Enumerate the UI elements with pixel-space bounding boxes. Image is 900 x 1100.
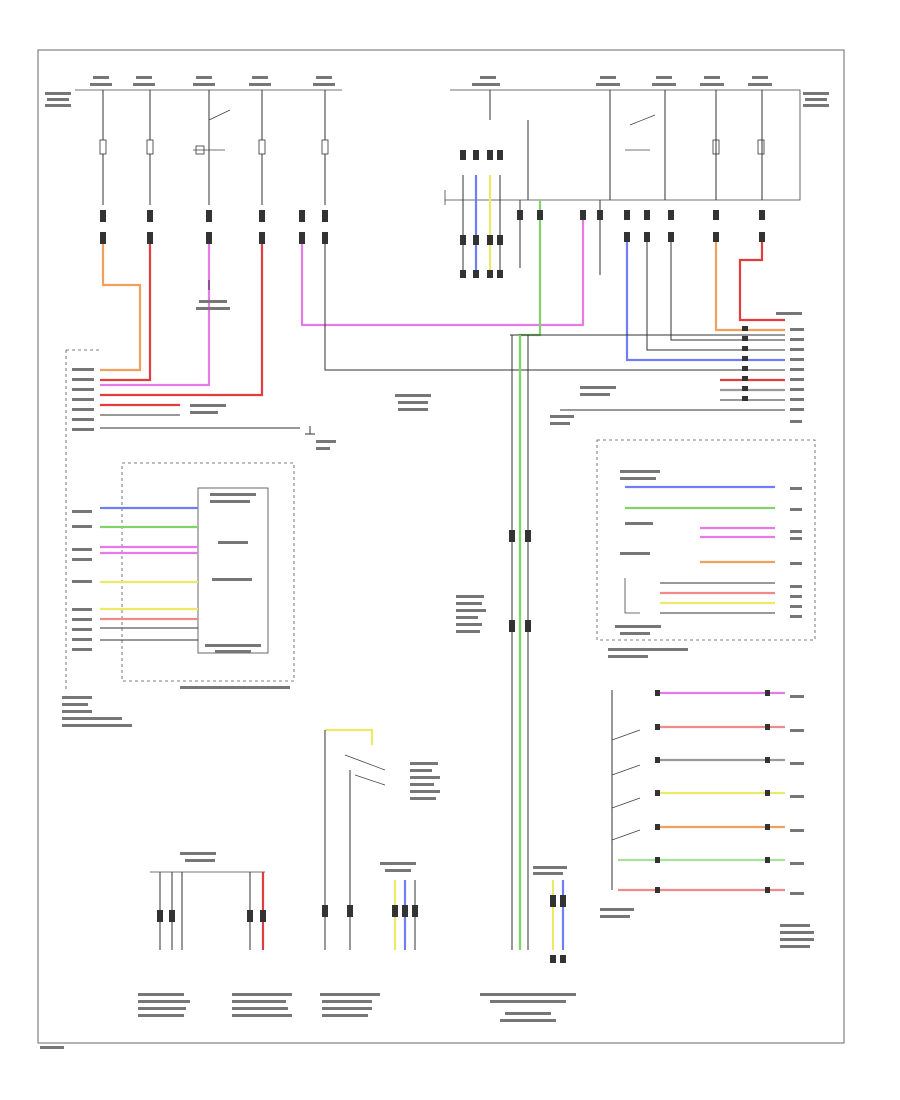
right-top-connector-pins	[624, 210, 765, 242]
diagram-frame	[37, 49, 845, 1044]
vertical-trunk-labels	[456, 595, 486, 633]
left-control-unit-outline	[65, 349, 100, 690]
left-fuse-risers	[102, 90, 326, 205]
bottom-center-wires	[550, 880, 566, 963]
relay-left	[193, 109, 231, 155]
central-switch-connectors	[444, 90, 529, 205]
right-lower-labels	[600, 695, 814, 948]
front-sensor-labels	[180, 493, 290, 689]
left-unit-pin-labels	[62, 368, 132, 727]
bottom-middle-switch	[322, 728, 418, 950]
bottom-center-labels	[480, 866, 576, 1022]
ground-symbol-left	[305, 426, 336, 450]
fuse-labels-top	[45, 76, 829, 107]
wire-black-long	[324, 244, 785, 371]
right-terminal-block	[742, 326, 748, 401]
left-connectors-upper	[100, 210, 328, 244]
wire-orange-left	[100, 244, 142, 372]
vertical-trunk-center	[509, 335, 531, 950]
wire-red-2	[100, 244, 264, 397]
connector-labels-mid-left	[190, 300, 431, 414]
right-top-risers	[609, 90, 763, 200]
right-sensor-upper-labels	[608, 470, 802, 658]
right-terminal-labels	[550, 312, 804, 425]
wire-pink-1	[100, 244, 211, 387]
right-top-wires	[510, 242, 785, 411]
front-sensor-inner	[197, 487, 269, 654]
wire-pink-long	[300, 210, 585, 327]
central-wires	[462, 175, 601, 950]
right-lower-switch-panel	[611, 690, 785, 892]
right-sensor-upper-wires	[624, 485, 775, 614]
bottom-left-labels	[40, 852, 292, 1049]
right-lower-pins	[655, 690, 770, 893]
front-sensor-assembly	[121, 462, 295, 682]
bottom-left-connector	[150, 871, 266, 950]
right-sensor-assembly-upper	[596, 439, 816, 641]
wire-red-1	[100, 244, 152, 382]
front-sensor-wires	[100, 506, 198, 641]
central-connector-pins	[460, 150, 603, 278]
right-junction-block-line	[445, 89, 801, 201]
fuse-symbols	[99, 139, 765, 155]
bottom-middle-labels	[320, 762, 440, 1017]
